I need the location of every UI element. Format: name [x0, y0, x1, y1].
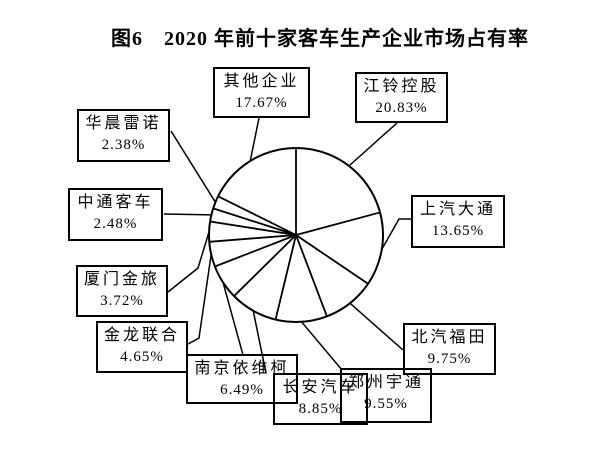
- pie-callout-brilliance-renault: 华晨雷诺 2.38%: [77, 109, 170, 162]
- callout-percent: 3.72%: [100, 293, 144, 309]
- callout-percent: 13.65%: [431, 223, 485, 239]
- callout-name: 南京依维柯: [194, 360, 290, 377]
- pie-slice-boundary: [212, 207, 297, 236]
- pie-slice-boundary: [233, 234, 297, 297]
- callout-percent: 6.49%: [220, 382, 264, 398]
- leader-line: [222, 282, 244, 356]
- callout-percent: 8.85%: [298, 401, 343, 417]
- pie-slice-boundary: [274, 234, 297, 320]
- leader-line: [252, 310, 267, 374]
- callout-percent: 9.75%: [427, 351, 472, 367]
- pie-slice-boundary: [209, 234, 297, 243]
- callout-percent: 17.67%: [235, 95, 288, 111]
- callout-name: 其他企业: [223, 73, 300, 90]
- callout-percent: 20.83%: [375, 100, 428, 116]
- leader-line: [167, 231, 210, 293]
- callout-percent: 9.55%: [364, 396, 408, 412]
- pie-callout-jiangling: 江铃控股 20.83%: [355, 72, 448, 123]
- callout-name: 金龙联合: [103, 327, 180, 344]
- leader-line: [349, 302, 404, 351]
- leader-line: [187, 254, 212, 345]
- pie-slice-boundary: [295, 234, 369, 285]
- figure-title: 图6 2020 年前十家客车生产企业市场占有率: [111, 28, 529, 50]
- pie-callout-changan: 长安汽车 8.85%: [273, 373, 368, 425]
- pie-callout-naveco: 南京依维柯 6.49%: [186, 354, 298, 404]
- leader-line: [163, 213, 212, 216]
- callout-percent: 2.48%: [93, 216, 138, 232]
- pie-slice-boundary: [295, 234, 328, 317]
- pie-callout-golden-dragon: 厦门金旅 3.72%: [76, 265, 168, 317]
- callout-name: 长安汽车: [282, 379, 359, 396]
- leader-line: [249, 117, 260, 162]
- callout-percent: 2.38%: [101, 137, 146, 153]
- callout-percent: 4.65%: [120, 349, 164, 365]
- pie-callout-kinglong: 金龙联合 4.65%: [96, 321, 188, 373]
- pie-slice-boundary: [214, 234, 297, 268]
- pie-callout-zhongtong: 中通客车 2.48%: [68, 188, 163, 241]
- callout-name: 华晨雷诺: [85, 115, 162, 132]
- callout-name: 江铃控股: [363, 78, 440, 95]
- leader-line: [300, 321, 343, 371]
- leader-line: [348, 122, 398, 167]
- callout-name: 北汽福田: [411, 329, 488, 346]
- callout-name: 厦门金旅: [83, 271, 160, 288]
- pie-callout-saic-maxus: 上汽大通 13.65%: [411, 195, 505, 248]
- pie-slice-boundary: [209, 220, 297, 236]
- callout-name: 上汽大通: [419, 201, 496, 218]
- callout-name: 中通客车: [77, 194, 154, 211]
- pie-slice-boundary: [295, 211, 381, 236]
- pie-callout-baic-foton: 北汽福田 9.75%: [403, 323, 496, 375]
- pie-slice-boundary: [217, 195, 297, 236]
- pie-callout-others: 其他企业 17.67%: [213, 67, 310, 118]
- leader-line: [170, 130, 217, 203]
- leader-line: [381, 218, 411, 250]
